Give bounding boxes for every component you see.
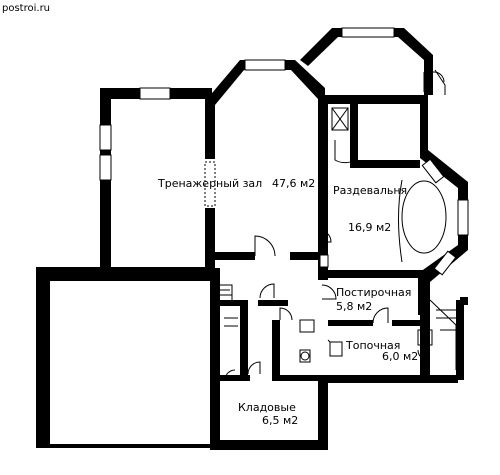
interior-walls: [205, 99, 420, 381]
boiler-icon: [329, 341, 343, 357]
windows: [99, 27, 469, 276]
watermark: postroi.ru: [2, 3, 50, 14]
room-labels: Тренажерный зал 47,6 м2 Раздевальня 16,9…: [157, 177, 418, 427]
dressing-name: Раздевальня: [333, 184, 407, 197]
fixtures: [299, 179, 468, 363]
gym-area: 47,6 м2: [272, 177, 315, 190]
storage-name: Кладовые: [238, 401, 296, 414]
storage-area: 6,5 м2: [262, 414, 298, 427]
sink-icon: [299, 319, 315, 333]
dressing-area: 16,9 м2: [348, 221, 391, 234]
stairs: [218, 284, 457, 370]
bathtub-icon: [401, 180, 447, 254]
boiler-name: Топочная: [345, 339, 400, 352]
outer-walls: [100, 28, 468, 450]
laundry-name: Постирочная: [336, 286, 411, 299]
solid-block: [36, 267, 215, 448]
laundry-area: 5,8 м2: [336, 300, 372, 313]
gym-name: Тренажерный зал: [157, 177, 262, 190]
boiler-area: 6,0 м2: [382, 350, 418, 363]
